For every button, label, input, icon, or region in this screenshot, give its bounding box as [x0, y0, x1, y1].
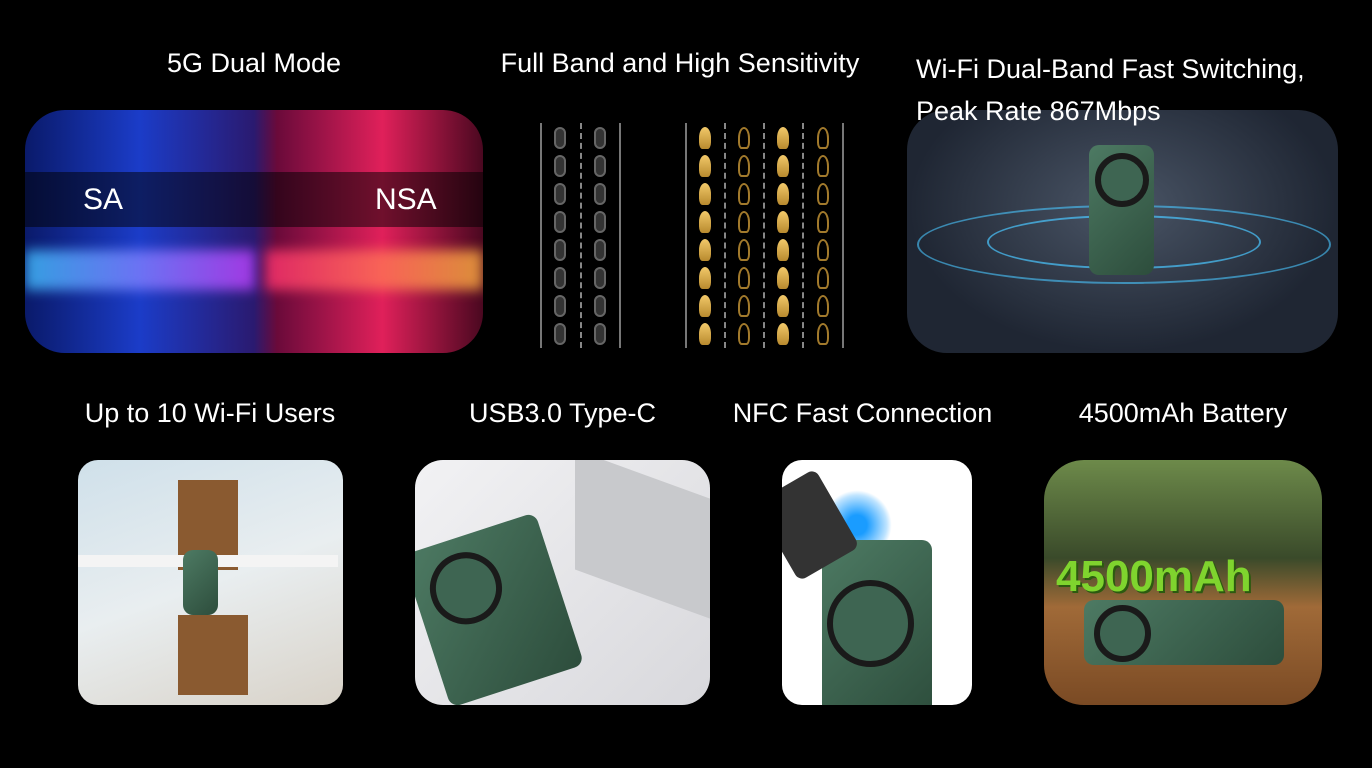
car-icon: [594, 127, 606, 149]
rocket-icon: [777, 155, 789, 177]
car-icon: [554, 323, 566, 345]
car-icon: [554, 155, 566, 177]
device-image: [1089, 145, 1154, 275]
lane-edge-line: [842, 123, 844, 348]
battery-image: 4500mAh: [1044, 460, 1322, 705]
car-icon: [594, 211, 606, 233]
nfc-image: [782, 460, 972, 705]
rocket-icon: [699, 295, 711, 317]
rocket-icon: [777, 211, 789, 233]
car-icon: [554, 267, 566, 289]
rocket-icon: [817, 211, 829, 233]
lane-edge-line: [540, 123, 542, 348]
sa-label: SA: [83, 183, 124, 216]
feature-title-wifi-line2: Peak Rate 867Mbps: [916, 96, 1161, 126]
rocket-icon: [777, 323, 789, 345]
feature-title-wifi-line1: Wi-Fi Dual-Band Fast Switching,: [916, 54, 1305, 84]
rocket-icon: [738, 239, 750, 261]
rocket-icon: [817, 183, 829, 205]
wifi-users-image: [78, 460, 343, 705]
rocket-icon: [699, 155, 711, 177]
feature-title-usb: USB3.0 Type-C: [468, 398, 657, 428]
rocket-icon: [699, 239, 711, 261]
usb-image: [415, 460, 710, 705]
car-icon: [594, 267, 606, 289]
rocket-icon: [699, 211, 711, 233]
rocket-icon: [738, 155, 750, 177]
car-icon: [554, 211, 566, 233]
feature-title-battery: 4500mAh Battery: [1078, 398, 1288, 428]
wifi-image: [907, 110, 1338, 353]
feature-title-nfc: NFC Fast Connection: [732, 398, 993, 428]
feature-title-full-band: Full Band and High Sensitivity: [500, 48, 860, 78]
rocket-icon: [738, 127, 750, 149]
car-icon: [594, 295, 606, 317]
rocket-icon: [777, 267, 789, 289]
feature-title-users: Up to 10 Wi-Fi Users: [84, 398, 336, 428]
rocket-icon: [777, 127, 789, 149]
rocket-icon: [817, 127, 829, 149]
car-icon: [554, 295, 566, 317]
rocket-icon: [817, 295, 829, 317]
rocket-icon: [738, 267, 750, 289]
rocket-icon: [699, 183, 711, 205]
rocket-icon: [817, 155, 829, 177]
rocket-icon: [699, 323, 711, 345]
lane-divider: [580, 123, 582, 348]
car-icon: [594, 183, 606, 205]
rocket-icon: [699, 267, 711, 289]
car-icon: [554, 239, 566, 261]
rocket-icon: [738, 295, 750, 317]
rocket-icon: [777, 239, 789, 261]
rocket-icon: [699, 127, 711, 149]
car-icon: [594, 155, 606, 177]
device-image: [415, 512, 585, 705]
rocket-icon: [777, 295, 789, 317]
rocket-icon: [738, 211, 750, 233]
rocket-icon: [777, 183, 789, 205]
rocket-icon: [738, 183, 750, 205]
nsa-label: NSA: [375, 183, 437, 216]
rocket-icon: [817, 323, 829, 345]
rocket-icon: [738, 323, 750, 345]
lane-edge-line: [685, 123, 687, 348]
lane-divider: [763, 123, 765, 348]
car-icon: [554, 183, 566, 205]
lane-divider: [724, 123, 726, 348]
5g-dual-mode-image: SA NSA: [25, 110, 483, 353]
car-icon: [594, 239, 606, 261]
lane-edge-line: [619, 123, 621, 348]
rocket-icon: [817, 267, 829, 289]
car-icon: [594, 323, 606, 345]
feature-title-5g: 5G Dual Mode: [166, 48, 342, 78]
car-icon: [554, 127, 566, 149]
lane-divider: [802, 123, 804, 348]
battery-capacity-text: 4500mAh: [1056, 552, 1252, 601]
rocket-icon: [817, 239, 829, 261]
